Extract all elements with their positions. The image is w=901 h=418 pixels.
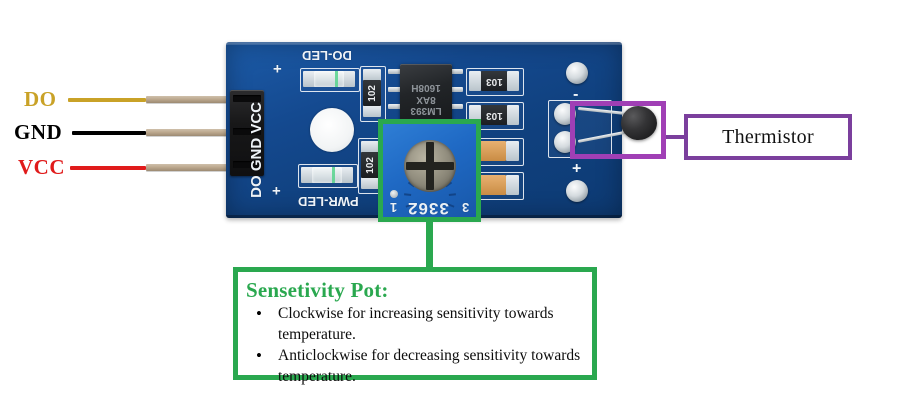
header-pin-vcc	[146, 163, 238, 172]
resistor-r3-pad-right	[507, 71, 519, 91]
capacitor-c1	[480, 141, 506, 161]
do-led-pad-left	[303, 71, 315, 87]
pot-slot-horizontal	[406, 162, 454, 170]
silk-pwr-led: PWR-LED	[298, 194, 359, 209]
thermistor-label: Thermistor	[722, 125, 814, 148]
sensitivity-pot-bullet-1: Clockwise for increasing sensitivity tow…	[246, 303, 582, 345]
pin-header-connector	[230, 90, 264, 176]
pin-label-do: DO	[24, 87, 57, 111]
resistor-r3-pad-left	[469, 71, 481, 91]
resistor-r2: 102	[361, 152, 379, 178]
silk-plus-top: +	[273, 60, 282, 77]
resistor-r3: 103	[481, 71, 507, 91]
thermistor-bead	[621, 106, 657, 140]
sensitivity-pot-bullet-2: Anticlockwise for decreasing sensitivity…	[246, 345, 582, 387]
do-led-outline	[300, 68, 360, 92]
pwr-led-pad-left	[301, 167, 313, 183]
resistor-r2-pad-bottom	[361, 177, 379, 189]
silk-pin-names: DO GND VCC	[248, 102, 265, 198]
sensitivity-potentiometer[interactable]: 1 3362 3	[380, 122, 478, 218]
resistor-r4-pad-right	[507, 105, 519, 125]
resistor-r1-code: 102	[366, 84, 378, 102]
pwr-led-pad-right	[341, 167, 353, 183]
board-top-edge	[226, 42, 622, 45]
header-slot-gnd	[233, 128, 261, 135]
silk-terminal-plus: +	[572, 159, 582, 176]
header-pin-gnd	[146, 128, 238, 137]
do-led-pad-right	[343, 71, 355, 87]
ic-leg-l1	[388, 69, 401, 74]
resistor-r4-outline	[466, 102, 524, 130]
resistor-r3-outline	[466, 68, 524, 96]
capacitor-c2	[480, 175, 506, 195]
pot-adjust-dial[interactable]	[404, 140, 456, 192]
mounting-hole	[310, 108, 354, 152]
capacitor-c2-pad-right	[506, 175, 519, 195]
capacitor-c1-pad-right	[506, 141, 519, 161]
pin-label-group-vcc: VCC	[18, 157, 65, 179]
pot-highlight-box	[378, 119, 481, 222]
resistor-r2-code: 102	[364, 156, 376, 174]
pin-label-gnd: GND	[14, 120, 63, 144]
sensitivity-pot-bullet-list: Clockwise for increasing sensitivity tow…	[246, 303, 582, 387]
sensor-module-board: DO GND VCC DO-LED + PWR-LED + 102	[226, 42, 622, 218]
wire-gnd	[72, 131, 146, 135]
header-slot-do	[233, 95, 261, 102]
pot-pin-dot	[390, 190, 398, 198]
resistor-r4-code: 103	[485, 109, 503, 121]
wire-do	[68, 98, 146, 102]
resistor-r1-pad-bottom	[363, 105, 381, 117]
header-slot-vcc	[233, 161, 261, 168]
resistor-r1-pad-top	[363, 69, 381, 81]
resistor-r2-pad-top	[361, 141, 379, 153]
ic-leg-l2	[388, 87, 401, 92]
ic-leg-r2	[450, 87, 463, 92]
thermistor-label-box: Thermistor	[684, 114, 852, 160]
silk-plus-bottom: +	[272, 182, 281, 199]
resistor-r3-code: 103	[485, 75, 503, 87]
pin-label-group-gnd: GND	[14, 122, 62, 144]
thermistor-leader-line	[666, 135, 686, 139]
pin-label-vcc: VCC	[18, 155, 65, 179]
ic-leg-l3	[388, 104, 401, 109]
do-led	[314, 71, 344, 87]
ic-leg-r1	[450, 69, 463, 74]
sensitivity-pot-heading: Sensetivity Pot:	[246, 278, 389, 302]
sensitivity-pot-callout-box: Sensetivity Pot: Clockwise for increasin…	[233, 267, 597, 385]
pin-label-group-do: DO	[24, 89, 57, 111]
silk-do-led: DO-LED	[302, 48, 352, 63]
ic-leg-r3	[450, 104, 463, 109]
pwr-led-outline	[298, 164, 358, 188]
resistor-r4: 103	[481, 105, 507, 125]
do-led-tint	[335, 71, 338, 87]
ic-part-number: LM393	[410, 105, 442, 117]
pot-leader-line	[426, 220, 433, 270]
pwr-led-tint	[332, 167, 335, 183]
solder-pad-bottom	[566, 180, 588, 202]
ic-line3: 1608H	[411, 82, 441, 94]
pwr-led	[312, 167, 342, 183]
header-pin-do	[146, 95, 238, 104]
solder-pad-top	[566, 62, 588, 84]
resistor-r1: 102	[363, 80, 381, 106]
wire-vcc	[70, 166, 146, 170]
resistor-r1-outline	[360, 66, 386, 122]
ic-line2: 8AX	[416, 93, 436, 105]
thermistor-highlight-box	[570, 101, 666, 159]
